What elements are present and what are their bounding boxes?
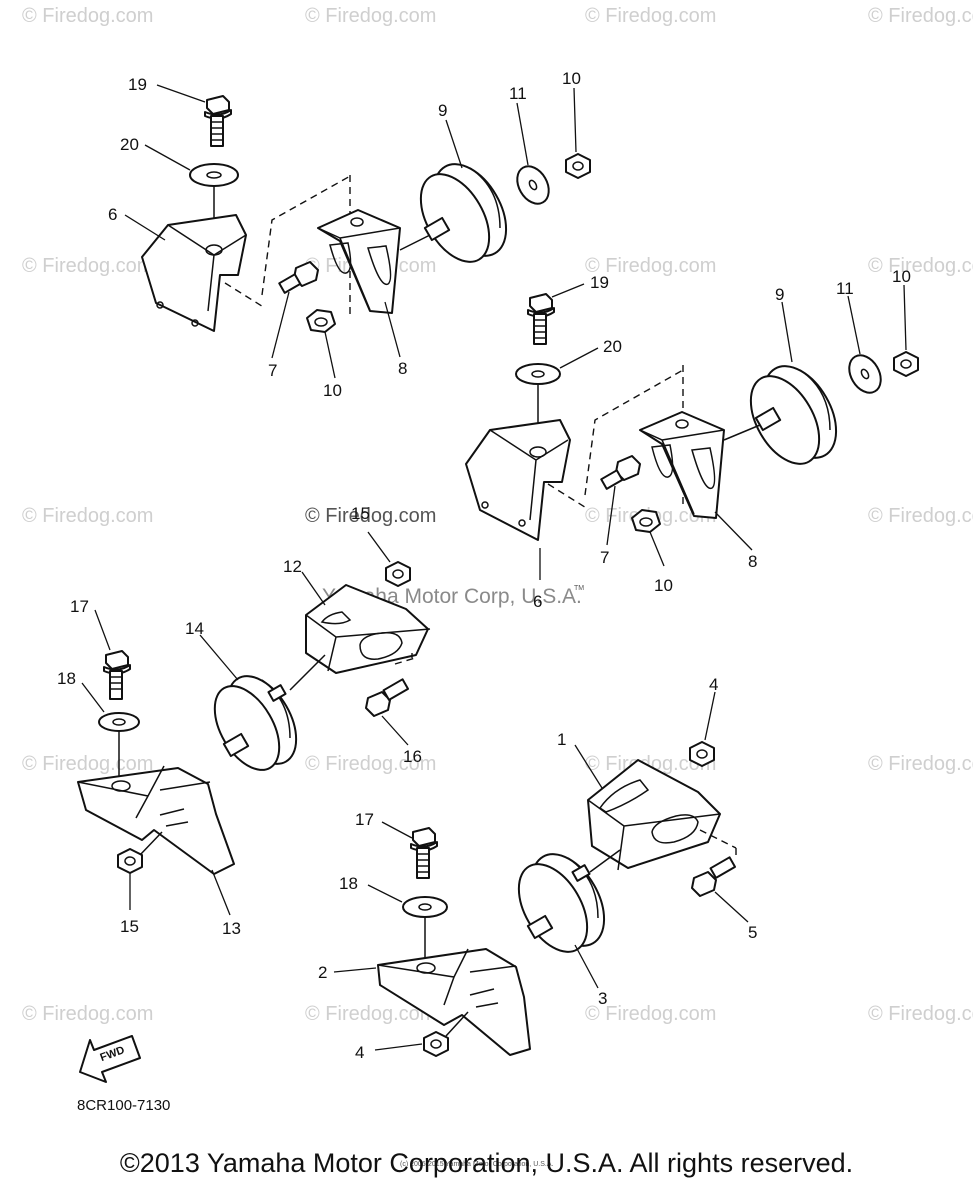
watermark-grid: © Firedog.com © Firedog.com © Firedog.co… [22,5,973,1025]
nut-10-icon [893,351,919,377]
rubber-mount-14-icon [213,675,298,771]
callout-8: 8 [748,552,757,571]
watermark: © Firedog.com [305,1003,436,1025]
callout-10: 10 [562,69,581,88]
watermark: © Firedog.com [585,1003,716,1025]
callout-2: 2 [318,963,327,982]
callout-20: 20 [603,337,622,356]
bolt-7-icon [600,455,641,490]
callout-10: 10 [892,267,911,286]
bolt-7-icon [278,261,319,294]
washer-11-icon [848,354,882,394]
bolt-17-icon [410,827,438,879]
washer-18-icon [402,896,448,918]
callout-7: 7 [268,361,277,380]
washer-20-icon [515,363,561,385]
bracket-12-icon [305,584,431,674]
mount-assembly-lower-left: 15 12 17 14 18 16 15 13 [57,504,431,938]
callout-3: 3 [598,989,607,1008]
nut-10-icon [631,509,661,533]
callout-8: 8 [398,359,407,378]
nut-10-icon [565,153,591,179]
bracket-6-icon [141,214,247,332]
watermark: © Firedog.com [22,255,153,277]
watermark: © Firedog.com [22,753,153,775]
watermark: © Firedog.com [585,255,716,277]
tiny-copyright: (c) 2006-2015 Yamaha Motor Corporation, … [400,1161,553,1168]
callout-11: 11 [836,279,854,298]
watermark: © Firedog.com [305,753,436,775]
callout-16: 16 [403,747,422,766]
callout-20: 20 [120,135,139,154]
bolt-19-icon [527,293,555,345]
watermark: © Firedog.com [585,753,716,775]
callout-19: 19 [128,75,147,94]
watermark: © Firedog.com [868,505,973,527]
nut-4-icon [423,1031,449,1057]
callout-5: 5 [748,923,757,942]
bracket-13-icon [77,765,235,875]
rubber-mount-9-icon [419,163,508,263]
callout-15: 15 [120,917,139,936]
callout-6: 6 [533,592,542,611]
callout-7: 7 [600,548,609,567]
bracket-6-icon [465,419,571,541]
diagram-code: 8CR100-7130 [77,1097,170,1114]
fwd-arrow-icon: FWD [79,1035,141,1083]
watermark: © Firedog.com [585,5,716,27]
bolt-17-icon [103,650,131,700]
trademark-mark: TM [574,585,584,592]
callout-19: 19 [590,273,609,292]
mount-assembly-upper-right: 19 20 9 11 10 7 10 8 6 [465,267,919,611]
watermark: © Firedog.com [868,255,973,277]
watermark: © Firedog.com [305,5,436,27]
watermark: © Firedog.com [868,5,973,27]
bolt-5-icon [691,856,737,897]
bolt-19-icon [204,95,232,147]
copyright-notice: ©2013 Yamaha Motor Corporation, U.S.A. A… [119,1148,854,1178]
watermark: © Firedog.com [22,505,153,527]
nut-15-icon [117,848,143,874]
callout-15: 15 [351,504,370,523]
callout-12: 12 [283,557,302,576]
callout-14: 14 [185,619,204,638]
bracket-2-icon [377,948,531,1056]
nut-15-icon [385,561,411,587]
washer-20-icon [189,163,239,187]
callout-4: 4 [709,675,718,694]
callout-17: 17 [70,597,89,616]
watermark: © Firedog.com [868,1003,973,1025]
callout-10: 10 [654,576,673,595]
mount-assembly-upper-left: 19 20 6 7 10 8 9 11 10 [108,69,591,400]
callout-18: 18 [57,669,76,688]
watermark: © Firedog.com [22,5,153,27]
rubber-mount-3-icon [517,853,606,953]
callout-13: 13 [222,919,241,938]
bracket-8-icon [317,209,401,314]
watermark: © Firedog.com [22,1003,153,1025]
bracket-8-icon [639,411,725,519]
callout-18: 18 [339,874,358,893]
nut-4-icon [689,741,715,767]
washer-18-icon [98,712,140,732]
watermark: © Firedog.com [868,753,973,775]
callout-11: 11 [509,84,527,103]
callout-6: 6 [108,205,117,224]
callout-1: 1 [557,730,566,749]
rubber-mount-9-icon [749,365,838,465]
nut-10-icon [306,309,336,333]
washer-11-icon [516,165,550,205]
bracket-1-icon [587,759,721,871]
center-watermark: © Firedog.com [305,505,436,527]
callout-9: 9 [438,101,447,120]
callout-17: 17 [355,810,374,829]
callout-10: 10 [323,381,342,400]
callout-4: 4 [355,1043,364,1062]
mount-assembly-lower-right: 4 1 17 18 5 2 3 4 [318,675,757,1062]
callout-9: 9 [775,285,784,304]
bolt-16-icon [365,678,410,717]
